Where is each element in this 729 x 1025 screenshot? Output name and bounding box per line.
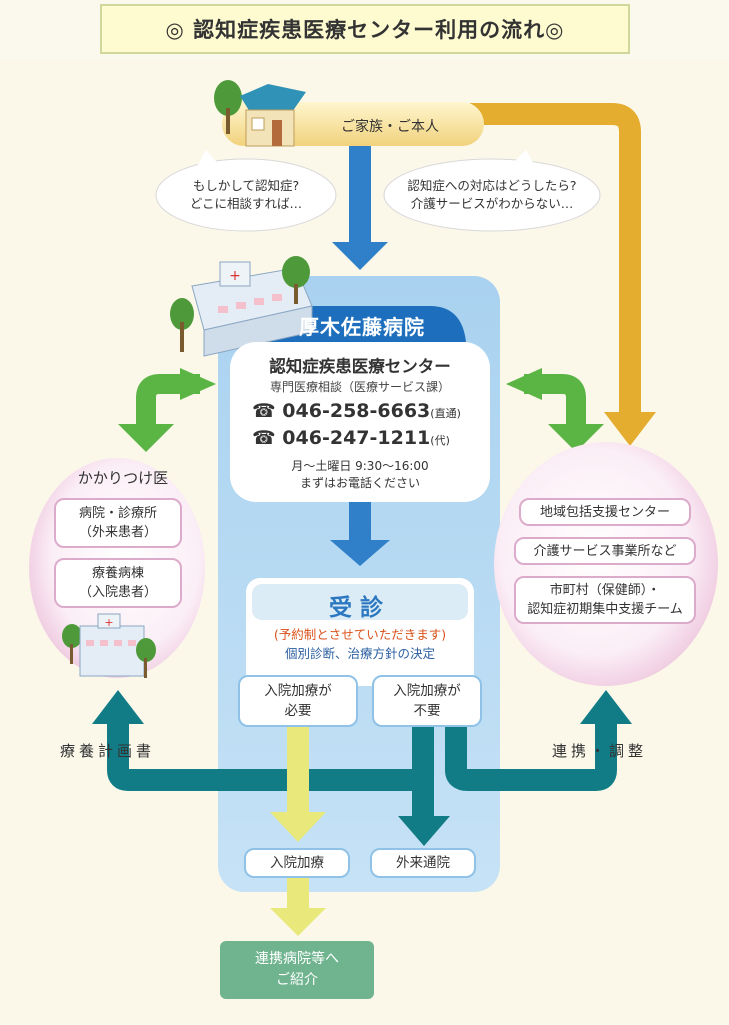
green-double-arrow-right: [506, 368, 604, 452]
green-double-arrow-left: [118, 368, 216, 452]
outcome-outpatient: 外来通院: [370, 848, 476, 878]
family-doctor-title: かかりつけ医: [77, 469, 169, 487]
judgment-note: (予約制とさせていただきます): [273, 627, 447, 642]
orange-arrow-head: [604, 412, 656, 446]
phone-main[interactable]: ☎ 046-247-1211(代): [252, 427, 450, 449]
referral-box: 連携病院等へご紹介: [220, 941, 374, 999]
judgment-title: 受診: [329, 595, 391, 621]
judgment-description: 個別診断、治療方針の決定: [284, 646, 435, 661]
house-icon: [214, 80, 306, 147]
right-thought-bubble: [383, 150, 601, 232]
yellow-arrows: [270, 726, 326, 936]
blue-arrow-mid: [349, 502, 371, 542]
family-label: ご家族・ご本人: [341, 119, 439, 135]
right-item-care-service: 介護サービス事業所など: [514, 537, 696, 565]
care-plan-label: 療養計画書: [60, 742, 156, 760]
teal-connectors: [92, 690, 632, 846]
hospital-building-icon: +: [170, 256, 313, 357]
blue-arrow-top: [349, 146, 371, 246]
consultation-hours: 月～土曜日 9:30～16:00 まずはお電話ください: [291, 459, 429, 490]
page-title: ◎ 認知症疾患医療センター利用の流れ◎: [100, 4, 630, 54]
phone-icon: ☎: [252, 427, 276, 449]
coordination-label: 連携・調整: [552, 742, 648, 760]
phone-direct-number: 046-258-6663: [282, 400, 431, 422]
center-subtitle: 専門医療相談（医療サービス課）: [269, 380, 450, 394]
left-thought-bubble: [155, 150, 337, 232]
orange-arrow: [470, 103, 641, 416]
hospital-name: 厚木佐藤病院: [299, 314, 425, 339]
left-item-ward: 療養病棟（入院患者）: [54, 558, 182, 608]
right-bubble-text: 認知症への対応はどうしたら?介護サービスがわからない…: [407, 178, 577, 211]
outcome-inpatient: 入院加療: [244, 848, 350, 878]
center-title: 認知症疾患医療センター: [269, 357, 451, 376]
phone-main-number: 046-247-1211: [282, 427, 431, 449]
left-item-clinic: 病院・診療所（外来患者）: [54, 498, 182, 548]
small-hospital-icon: +: [62, 613, 156, 678]
right-item-municipality: 市町村（保健師）・認知症初期集中支援チーム: [514, 576, 696, 624]
svg-text:+: +: [104, 616, 113, 629]
hospital-name-tab: [262, 306, 466, 342]
center-info-box: [230, 342, 490, 502]
branch-admission-needed: 入院加療が必要: [238, 675, 358, 727]
svg-text:+: +: [229, 268, 241, 284]
phone-direct-note: (直通): [430, 407, 461, 420]
phone-main-note: (代): [430, 434, 450, 447]
right-item-support-center: 地域包括支援センター: [519, 498, 691, 526]
branch-admission-not-needed: 入院加療が不要: [372, 675, 482, 727]
phone-direct[interactable]: ☎ 046-258-6663(直通): [252, 400, 461, 422]
phone-icon: ☎: [252, 400, 276, 422]
left-bubble-text: もしかして認知症?どこに相談すれば…: [189, 178, 303, 211]
